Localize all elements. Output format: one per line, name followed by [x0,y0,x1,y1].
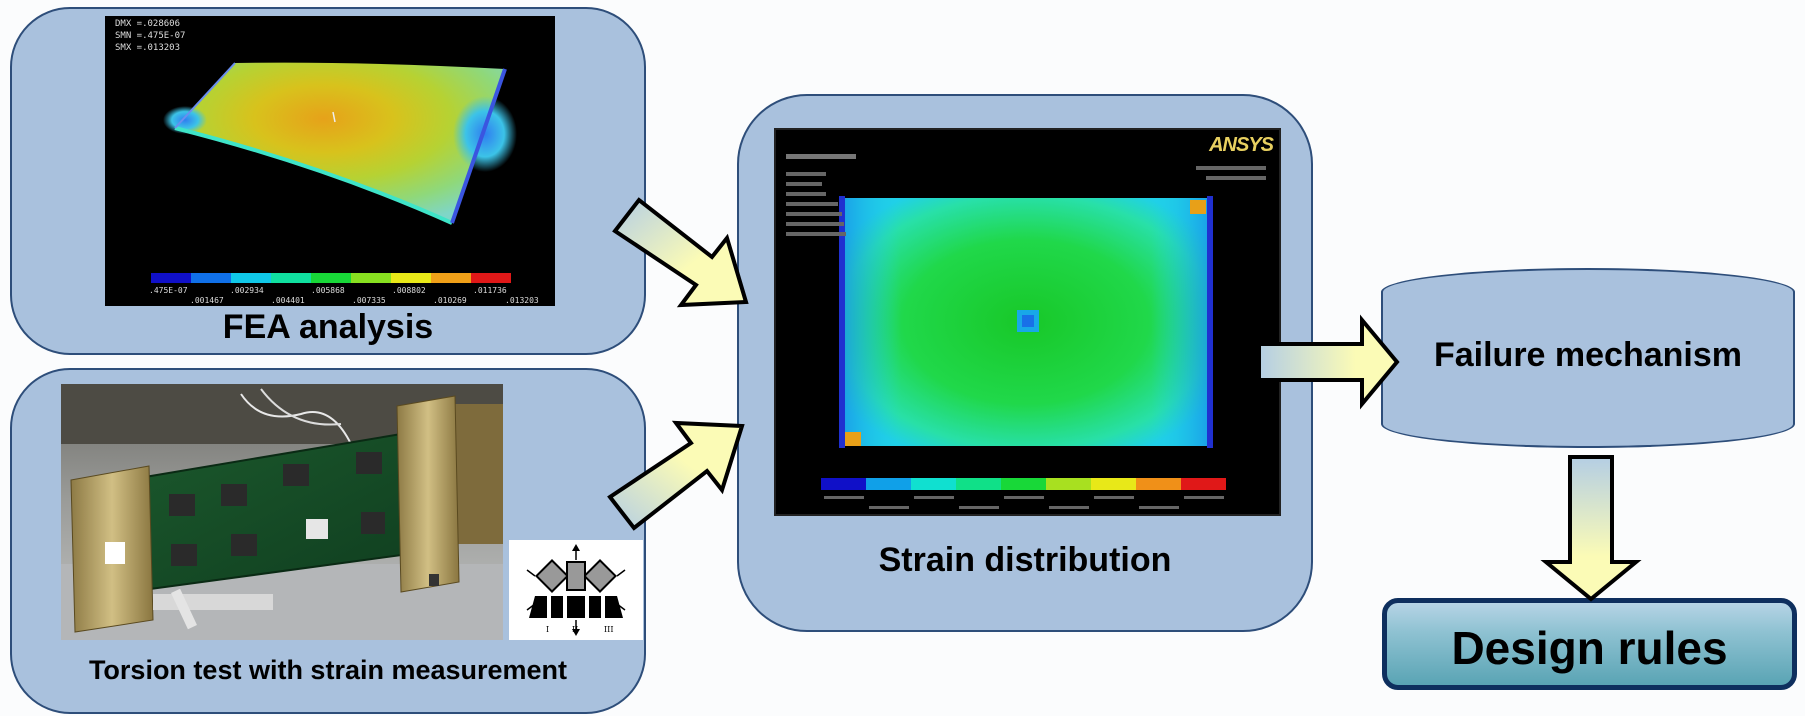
torsion-test-photo [61,384,503,640]
fea-analysis-panel: DMX =.028606 SMN =.475E-07 SMX =.013203 [10,7,646,355]
fea-cb-bot-2: .007335 [352,296,386,305]
arrow-failure-to-design [1540,455,1642,602]
fea-caption: FEA analysis [222,308,434,346]
fea-cb-top-4: .011736 [473,286,507,295]
fea-stat-dmx: DMX =.028606 [115,19,181,29]
fea-plate-plot [151,62,517,283]
ansys-logo: ANSYS [1209,134,1274,156]
failure-mechanism-box: Failure mechanism [1381,268,1795,448]
strain-distribution-panel: ANSYS Strain distribution [737,94,1313,632]
gauge-label-i: I [546,625,550,634]
design-rules-box: Design rules [1382,598,1797,690]
fea-result-image: DMX =.028606 SMN =.475E-07 SMX =.013203 [105,16,555,306]
strain-caption: Strain distribution [878,541,1172,579]
fea-cb-bot-1: .004401 [271,296,305,305]
fea-stat-smn: SMN =.475E-07 [115,31,186,41]
failure-mechanism-label: Failure mechanism [1433,336,1742,374]
torsion-caption: Torsion test with strain measurement [88,655,568,685]
fea-cb-top-3: .008802 [392,286,426,295]
gauge-label-iii: III [604,625,614,634]
fea-cb-bot-0: .001467 [190,296,224,305]
torsion-test-panel: I II III Torsion test with strain measur… [10,368,646,714]
fea-cb-top-1: .002934 [230,286,264,295]
fea-cb-bot-4: .013203 [505,296,539,305]
gauge-label-ii: II [572,625,579,634]
fea-stats: DMX =.028606 SMN =.475E-07 SMX =.013203 [115,18,185,54]
fea-stat-smx: SMX =.013203 [115,43,181,53]
fea-cb-top-0: .475E-07 [149,286,188,295]
design-rules-label: Design rules [1451,622,1728,674]
strain-gauge-rosette-icon [509,540,643,640]
fea-cb-top-2: .005868 [311,286,345,295]
fea-cb-bot-3: .010269 [433,296,467,305]
strain-result-image: ANSYS [774,128,1281,516]
